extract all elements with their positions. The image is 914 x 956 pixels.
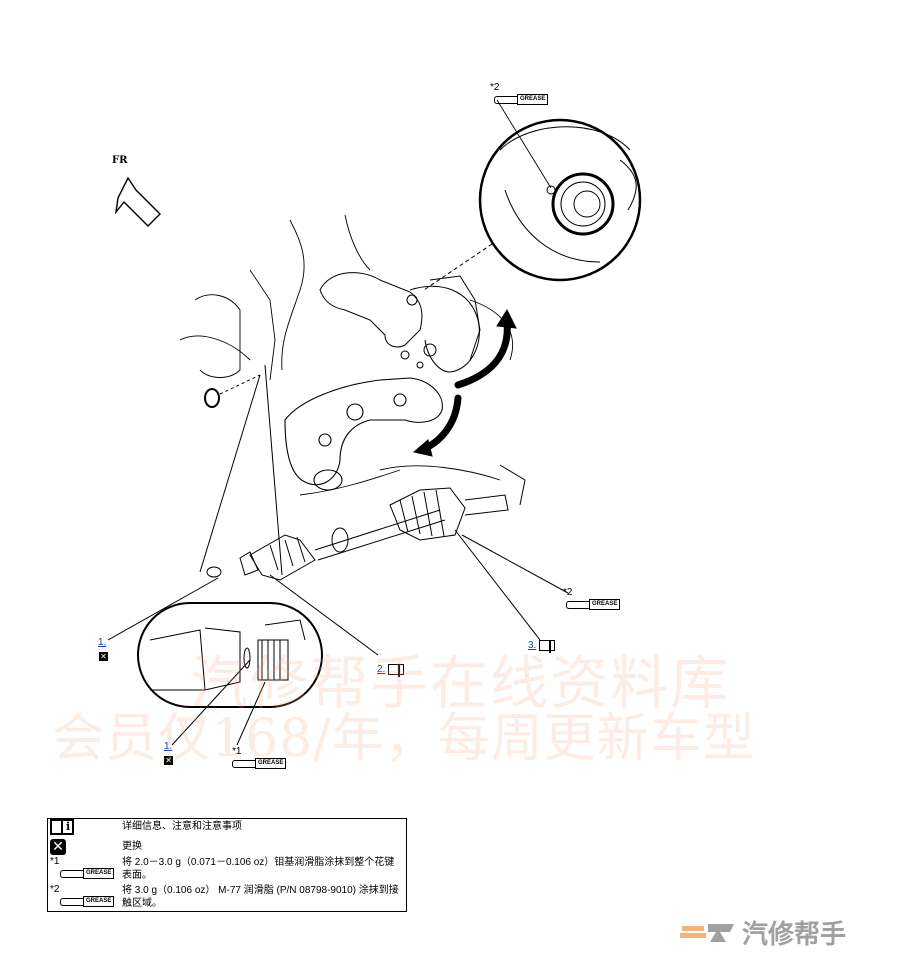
callout-star1: *1 (232, 746, 242, 757)
ref-link-3[interactable]: 3. (528, 640, 537, 652)
brand-logo-area: 汽修帮手 (680, 914, 846, 951)
grease-label: GREASE (517, 93, 549, 105)
legend-text: 详细信息、注意和注意事项 (122, 821, 242, 832)
oil-seal (204, 388, 220, 408)
callout-star2-right: *2 (563, 587, 573, 598)
legend-row: *1 GREASE 将 2.0－3.0 g（0.071－0.106 oz）钼基润… (48, 855, 407, 883)
legend-table: i 详细信息、注意和注意事项 ✕ 更换 *1 GREASE 将 2.0－3.0 … (47, 818, 407, 912)
brand-logo-icon (680, 923, 734, 942)
replace-icon: ✕ (50, 839, 66, 855)
grease-tag-top: GREASE (494, 93, 549, 105)
grease-label: GREASE (83, 895, 115, 907)
hub-detail (499, 126, 637, 263)
book-info-icon: i (50, 819, 74, 835)
ref-link-1a[interactable]: 1. (98, 637, 107, 648)
replace-icon: ✕ (99, 652, 108, 661)
book-info-icon[interactable] (388, 664, 405, 677)
detail-circle-hub (478, 118, 642, 282)
grease-icon: GREASE (60, 895, 115, 907)
fr-label: FR (112, 155, 128, 166)
ref-link-1b[interactable]: 1. (164, 741, 173, 752)
callout-star2-top: *2 (490, 82, 500, 93)
steering-knuckle (319, 272, 481, 373)
legend-text: 更换 (122, 841, 142, 852)
brand-name: 汽修帮手 (742, 920, 847, 950)
grease-label: GREASE (255, 757, 287, 769)
legend-symbol: *1 (50, 856, 60, 867)
spline-detail (149, 619, 306, 691)
ref-link-2[interactable]: 2. (377, 664, 386, 676)
lower-control-arm (284, 377, 443, 491)
replace-icon: ✕ (164, 756, 173, 765)
legend-row: ✕ 更换 (48, 839, 407, 855)
legend-text: 将 2.0－3.0 g（0.071－0.106 oz）钼基润滑脂涂抹到整个花键表… (122, 857, 395, 881)
drive-shaft-diagram (107, 99, 642, 746)
grease-label: GREASE (83, 867, 115, 879)
legend-row: *2 GREASE 将 3.0 g（0.106 oz） M-77 润滑脂 (P/… (48, 883, 407, 912)
grease-tag-right: GREASE (566, 598, 621, 610)
grease-tag-bottom: GREASE (232, 757, 287, 769)
front-drive-shaft (206, 487, 509, 581)
grease-icon: GREASE (60, 867, 115, 879)
legend-symbol: *2 (50, 884, 60, 895)
legend-row: i 详细信息、注意和注意事项 (48, 819, 407, 840)
front-direction-arrow (114, 176, 161, 227)
grease-label: GREASE (589, 598, 621, 610)
detail-oval-spline (137, 602, 323, 708)
rotation-arrow-up (454, 318, 511, 389)
book-info-icon[interactable] (539, 640, 556, 653)
body-structure (179, 214, 514, 496)
legend-text: 将 3.0 g（0.106 oz） M-77 润滑脂 (P/N 08798-90… (122, 885, 399, 909)
